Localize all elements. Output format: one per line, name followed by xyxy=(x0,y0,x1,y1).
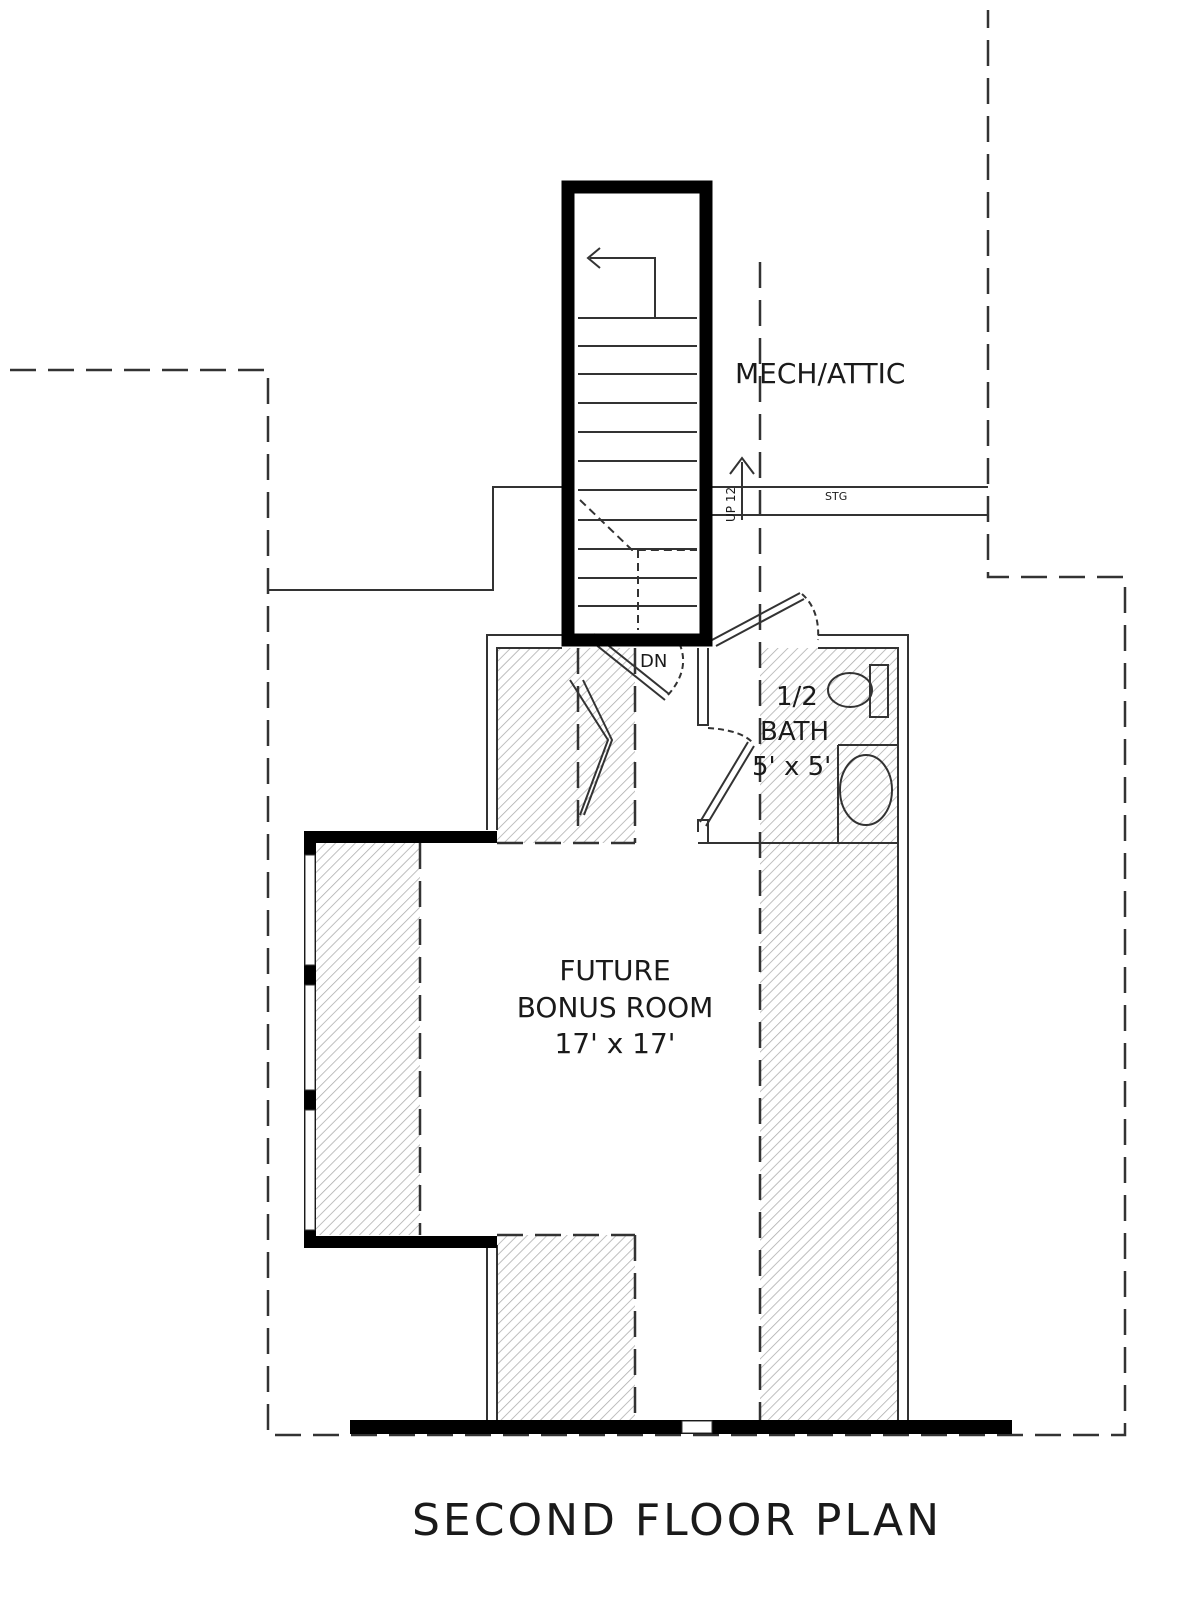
stair-down-label: DN xyxy=(640,651,667,672)
room-label-mech-attic: MECH/ATTIC xyxy=(735,357,905,390)
bonus-label-line2: BONUS ROOM xyxy=(517,991,714,1024)
bath-size-label: 5' x 5' xyxy=(752,752,831,782)
hatched-low-ceiling-areas xyxy=(315,648,898,1420)
bonus-size-label: 17' x 17' xyxy=(554,1027,675,1060)
up-arrow-icon xyxy=(729,456,755,520)
toilet-icon xyxy=(827,664,889,718)
bath-label-line1: 1/2 xyxy=(776,682,818,712)
plan-title: SECOND FLOOR PLAN xyxy=(412,1495,942,1546)
stair xyxy=(561,180,755,647)
bonus-label-line1: FUTURE xyxy=(559,954,670,987)
sink-icon xyxy=(839,754,893,826)
front-wall xyxy=(350,1420,1012,1434)
stair-up-label: UP 12 xyxy=(724,487,738,522)
bath-label-line2: BATH xyxy=(760,717,829,747)
doors xyxy=(569,592,820,827)
room-label-storage: STG xyxy=(825,490,847,503)
windows xyxy=(304,854,316,1231)
thin-walls xyxy=(268,486,988,1420)
roof-outline-dashed xyxy=(10,10,1127,1437)
stair-direction-arrow-icon xyxy=(586,247,656,300)
